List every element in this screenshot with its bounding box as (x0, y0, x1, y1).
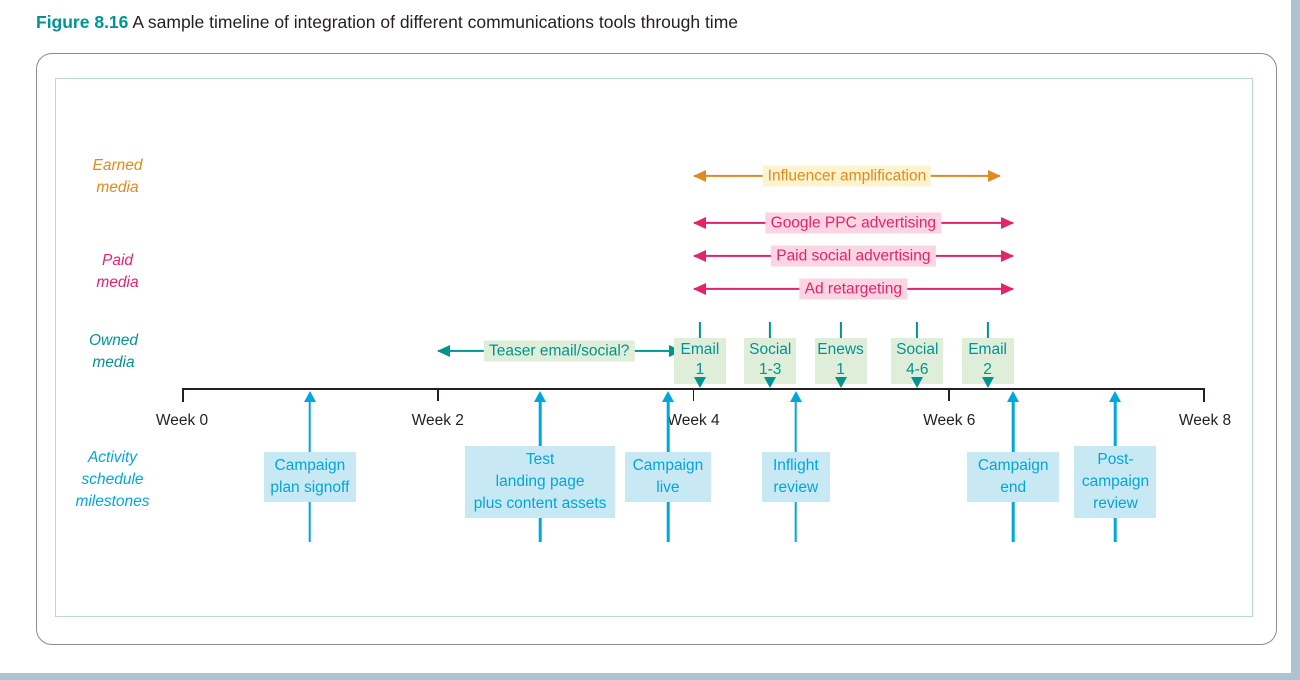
activity-milestone-item: Test landing page plus content assets (465, 0, 616, 560)
figure-inner-frame (55, 78, 1253, 617)
axis-week-label: Week 2 (411, 412, 464, 429)
arrow-head-right-icon (1001, 283, 1015, 295)
owned-media-box: Social 4-6 (891, 338, 944, 384)
owned-media-item: Social 4-6 (891, 0, 944, 400)
activity-milestone-item: Campaign plan signoff (263, 0, 356, 560)
figure-caption: Figure 8.16 A sample timeline of integra… (36, 12, 738, 33)
milestone-arrow-up-icon (1109, 391, 1122, 402)
milestone-arrow-up-icon (534, 391, 547, 402)
figure-number: Figure 8.16 (36, 12, 129, 32)
arrow-label: Google PPC advertising (765, 212, 942, 234)
owned-media-arrow-down-icon (981, 377, 994, 388)
figure-caption-text: A sample timeline of integration of diff… (132, 12, 739, 32)
owned-media-item: Email 1 (673, 0, 726, 400)
arrow-head-right-icon (988, 170, 1002, 182)
paid-media-arrow: Google PPC advertising (692, 212, 1015, 234)
activity-milestone-item: Campaign live (624, 0, 711, 560)
paid-media-arrow: Paid social advertising (692, 245, 1015, 267)
milestone-arrow-up-icon (661, 391, 674, 402)
row-label-owned-media: Owned media (88, 332, 139, 371)
milestone-arrow-up-icon (789, 391, 802, 402)
page-edge-right (1291, 0, 1300, 680)
arrow-head-left-icon (692, 283, 706, 295)
axis-week-label: Week 8 (1178, 412, 1232, 429)
milestone-box: Campaign plan signoff (263, 452, 356, 502)
milestone-arrow-up-icon (303, 391, 316, 402)
milestone-box: Campaign live (624, 452, 711, 502)
arrow-head-right-icon (1001, 217, 1015, 229)
owned-media-box: Email 1 (673, 338, 726, 384)
row-label-earned-media: Earned media (92, 157, 143, 196)
owned-media-item: Social 1-3 (744, 0, 797, 400)
owned-media-arrow-down-icon (693, 377, 706, 388)
owned-media-box: Social 1-3 (744, 338, 797, 384)
milestone-box: Inflight review (761, 452, 830, 502)
axis-tick (692, 389, 695, 401)
activity-milestone-item: Campaign end (967, 0, 1060, 560)
milestone-box: Test landing page plus content assets (465, 446, 616, 518)
page-edge-bottom (0, 673, 1300, 680)
axis-cap-left (182, 388, 184, 402)
arrow-label: Teaser email/social? (484, 340, 635, 362)
owned-media-arrow: Teaser email/social? (436, 340, 682, 362)
arrow-label: Ad retargeting (799, 278, 908, 300)
owned-media-item: Enews 1 (814, 0, 867, 400)
activity-milestone-item: Post- campaign review (1074, 0, 1157, 560)
activity-milestone-item: Inflight review (761, 0, 830, 560)
arrow-head-left-icon (692, 250, 706, 262)
milestone-box: Campaign end (967, 452, 1060, 502)
paid-media-arrow: Ad retargeting (692, 278, 1015, 300)
owned-media-arrow-down-icon (764, 377, 777, 388)
axis-week-label: Week 4 (667, 412, 720, 429)
axis-cap-right (1203, 388, 1205, 402)
arrow-head-left-icon (436, 345, 450, 357)
axis-tick (436, 389, 439, 401)
milestone-arrow-up-icon (1007, 391, 1020, 402)
milestone-box: Post- campaign review (1074, 446, 1157, 518)
arrow-head-right-icon (1001, 250, 1015, 262)
arrow-label: Influencer amplification (762, 165, 932, 187)
owned-media-box: Enews 1 (814, 338, 867, 384)
owned-media-arrow-down-icon (911, 377, 924, 388)
owned-media-box: Email 2 (961, 338, 1014, 384)
row-label-paid-media: Paid media (96, 252, 139, 291)
figure-outer-frame (36, 53, 1277, 645)
axis-week-label: Week 6 (923, 412, 976, 429)
arrow-label: Paid social advertising (771, 245, 936, 267)
axis-tick (948, 389, 951, 401)
earned-media-arrow: Influencer amplification (692, 165, 1002, 187)
axis-week-label: Week 0 (155, 412, 209, 429)
owned-media-arrow-down-icon (834, 377, 847, 388)
arrow-head-left-icon (692, 170, 706, 182)
arrow-head-left-icon (692, 217, 706, 229)
owned-media-item: Email 2 (961, 0, 1014, 400)
row-label-activity-schedule-milestones: Activity schedule milestones (75, 449, 150, 510)
